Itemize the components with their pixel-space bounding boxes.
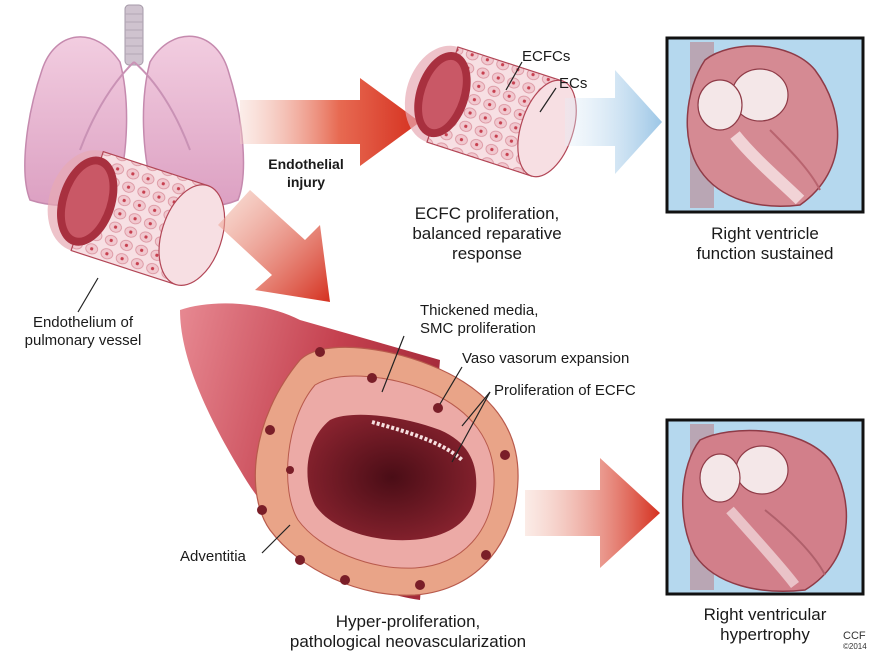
hyper-line2: pathological neovascularization (258, 632, 558, 652)
rv-hypertrophy-line1: Right ventricular (672, 605, 858, 625)
rv-sustained-line2: function sustained (672, 244, 858, 264)
label-proliferation-ecfc: Proliferation of ECFC (494, 382, 636, 400)
credit-line1: CCF (843, 630, 867, 642)
endothelium-leader (78, 278, 98, 312)
arrow-to-hyperproliferation (218, 190, 330, 302)
rv-sustained-line1: Right ventricle (672, 224, 858, 244)
rv-hypertrophy-line2: hypertrophy (672, 625, 858, 645)
heart-panel-bottom (667, 420, 863, 594)
label-rv-sustained: Right ventricle function sustained (672, 224, 858, 264)
balanced-line3: response (392, 244, 582, 264)
thickened-line2: SMC proliferation (420, 320, 538, 338)
label-rv-hypertrophy: Right ventricular hypertrophy (672, 605, 858, 645)
arrow-to-rv-hypertrophy (525, 458, 660, 568)
arrow-to-balanced-response (240, 78, 420, 166)
balanced-line1: ECFC proliferation, (392, 204, 582, 224)
endothelial-injury-line2: injury (258, 173, 354, 191)
heart-panel-top (667, 38, 863, 212)
label-ecs: ECs (559, 75, 587, 93)
label-endothelium: Endothelium of pulmonary vessel (8, 314, 158, 350)
label-vaso-vasorum: Vaso vasorum expansion (462, 350, 629, 368)
thickened-line1: Thickened media, (420, 302, 538, 320)
label-hyperproliferation: Hyper-proliferation, pathological neovas… (258, 612, 558, 652)
label-ecfcs: ECFCs (522, 48, 570, 66)
label-adventitia: Adventitia (180, 548, 246, 566)
endothelium-line2: pulmonary vessel (8, 332, 158, 350)
credit-line2: ©2014 (843, 642, 867, 652)
label-endothelial-injury: Endothelial injury (258, 155, 354, 191)
endothelial-injury-line1: Endothelial (258, 155, 354, 173)
hyper-line1: Hyper-proliferation, (258, 612, 558, 632)
copyright-credit: CCF ©2014 (843, 630, 867, 652)
endothelium-line1: Endothelium of (8, 314, 158, 332)
label-thickened-media: Thickened media, SMC proliferation (420, 302, 538, 338)
label-balanced-response: ECFC proliferation, balanced reparative … (392, 204, 582, 264)
balanced-line2: balanced reparative (392, 224, 582, 244)
